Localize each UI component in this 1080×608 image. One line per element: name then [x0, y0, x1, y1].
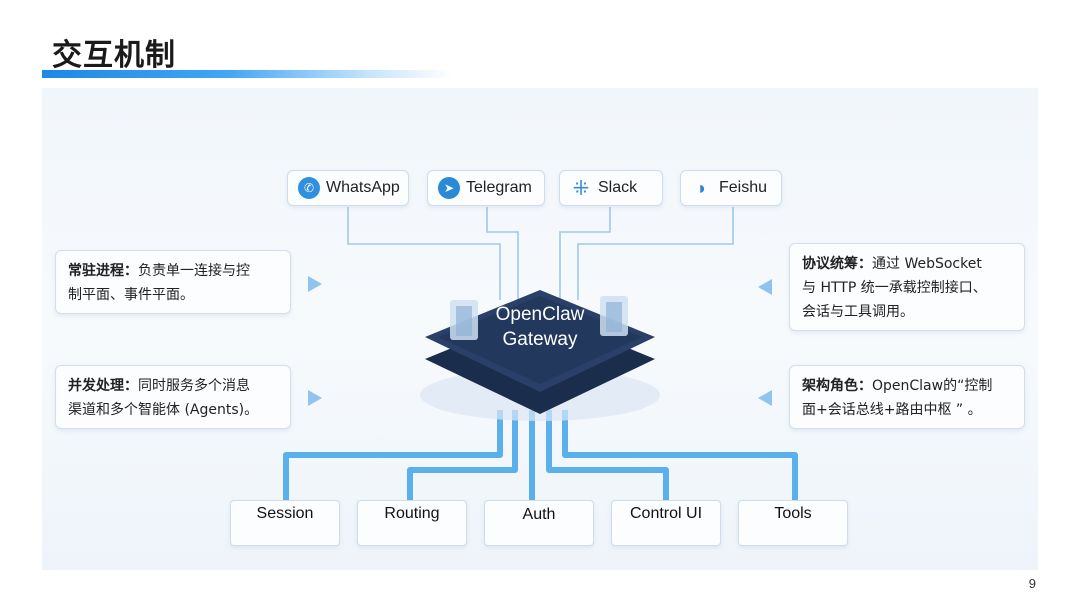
gateway-chip: [420, 290, 660, 421]
wire-session: [283, 410, 503, 500]
module-tools[interactable]: Tools: [738, 500, 848, 546]
wire-whatsapp: [347, 207, 501, 300]
channel-slack[interactable]: ⁜ Slack: [559, 170, 663, 206]
channel-whatsapp[interactable]: ✆ WhatsApp: [287, 170, 409, 206]
note-resident-process: 常驻进程：负责单一连接与控 制平面、事件平面。: [55, 250, 291, 314]
arrow-right-icon: [308, 276, 322, 292]
wire-feishu: [577, 207, 734, 300]
note-protocol: 协议统筹：通过 WebSocket 与 HTTP 统一承载控制接口、 会话与工具…: [789, 243, 1025, 331]
gateway-label: OpenClaw Gateway: [495, 304, 585, 350]
title-underline: [42, 70, 452, 78]
module-session[interactable]: Session: [230, 500, 340, 546]
wire-telegram: [486, 207, 519, 300]
wire-tools: [562, 410, 798, 500]
wire-slack: [559, 207, 611, 300]
whatsapp-icon: ✆: [298, 177, 320, 199]
channel-telegram[interactable]: ➤ Telegram: [427, 170, 545, 206]
page-number: 9: [1028, 576, 1036, 591]
module-control-ui[interactable]: Control UI: [611, 500, 721, 546]
slide-title: 交互机制: [52, 38, 176, 73]
channel-feishu[interactable]: ◗ Feishu: [680, 170, 782, 206]
wire-routing: [407, 410, 518, 500]
note-concurrency: 并发处理：同时服务多个消息 渠道和多个智能体 (Agents)。: [55, 365, 291, 429]
note-architecture-role: 架构角色：OpenClaw的“控制 面+会话总线+路由中枢 ” 。: [789, 365, 1025, 429]
module-routing[interactable]: Routing: [357, 500, 467, 546]
arrow-left-icon: [758, 279, 772, 295]
telegram-icon: ➤: [438, 177, 460, 199]
wire-control-ui: [546, 410, 669, 500]
feishu-icon: ◗: [696, 177, 708, 198]
slack-icon: ⁜: [572, 177, 590, 200]
module-auth[interactable]: Auth: [484, 500, 594, 546]
arrow-right-icon: [308, 390, 322, 406]
arrow-left-icon: [758, 390, 772, 406]
